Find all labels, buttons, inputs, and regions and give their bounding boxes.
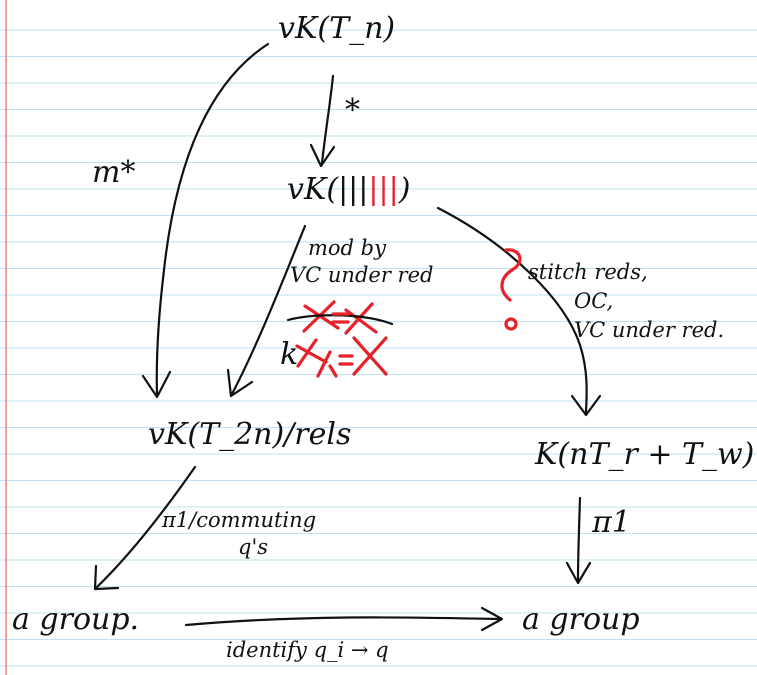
arrowhead-left-to-bottom — [93, 564, 120, 591]
node-bottom-right: a group — [522, 605, 640, 635]
edge-middle-to-left-line1: mod by — [308, 236, 386, 260]
edge-middle-to-right-line2: OC, — [574, 289, 614, 313]
red-slash-one — [316, 350, 338, 378]
node-right-text: K(nT_r + T_w) — [535, 437, 755, 472]
arrow-middle-to-right — [436, 206, 588, 414]
node-middle-red: ||| — [368, 172, 399, 207]
red-x-relation-left — [295, 338, 328, 368]
red-x-relation-right — [352, 336, 388, 376]
arrow-top-to-middle — [320, 74, 335, 165]
node-bottom-left-text: a group. — [12, 602, 140, 637]
k-prefix: k — [280, 337, 299, 372]
arrow-middle-to-left — [230, 224, 307, 396]
node-middle-suffix: ) — [398, 172, 411, 207]
edge-middle-to-right-label: stitch reds, OC, VC under red. — [528, 262, 724, 341]
node-top-text: vK(T_n) — [278, 11, 396, 46]
node-middle-prefix: vK(||| — [287, 172, 369, 207]
node-top: vK(T_n) — [278, 14, 395, 44]
arrowhead-top-to-middle — [309, 143, 336, 168]
node-bottom-left: a group. — [12, 605, 139, 635]
red-equals — [338, 354, 354, 366]
edge-middle-to-right-line1: stitch reds, — [528, 260, 648, 284]
edge-bottom-text: identify q_i → q — [226, 638, 389, 662]
edge-top-to-middle-label: * — [345, 96, 360, 126]
arrowhead-bottom — [480, 606, 504, 632]
edge-top-to-left-label: m* — [92, 158, 135, 188]
arrow-top-to-left — [155, 42, 270, 397]
edge-right-to-bottom-label: π1 — [592, 508, 631, 538]
red-equals-struck — [331, 312, 350, 324]
arrowhead-middle-to-right — [570, 394, 602, 417]
edge-left-to-bottom-line2: q's — [238, 535, 268, 559]
node-bottom-right-text: a group — [522, 602, 640, 637]
arrow-right-to-bottom — [576, 496, 582, 582]
arrow-left-to-bottom — [95, 465, 197, 589]
arrowhead-right-to-bottom — [565, 561, 592, 585]
red-circle — [504, 317, 518, 331]
arrow-bottom — [184, 616, 502, 627]
red-squiggle — [500, 248, 522, 302]
node-middle: vK(||||||) — [287, 175, 410, 205]
edge-left-to-bottom-line1: π1/commuting — [162, 508, 317, 532]
node-left-text: vK(T_2n)/rels — [148, 417, 352, 452]
red-x-struck-right — [344, 302, 378, 335]
edge-middle-to-left-line2: VC under red — [290, 263, 434, 287]
edge-top-to-middle-text: * — [345, 93, 360, 128]
edge-left-to-bottom-label: π1/commuting q's — [162, 510, 316, 558]
edge-top-to-left-text: m* — [92, 155, 136, 190]
edge-middle-to-right-line3: VC under red. — [574, 318, 725, 342]
edge-middle-to-left-label: mod by VC under red — [290, 236, 433, 286]
node-left: vK(T_2n)/rels — [148, 420, 351, 450]
edge-right-to-bottom-text: π1 — [592, 505, 631, 540]
edge-bottom-label: identify q_i → q — [226, 640, 389, 661]
arrowhead-middle-to-left — [226, 368, 254, 398]
arrowhead-top-to-left — [141, 370, 172, 399]
node-right: K(nT_r + T_w) — [535, 440, 754, 470]
